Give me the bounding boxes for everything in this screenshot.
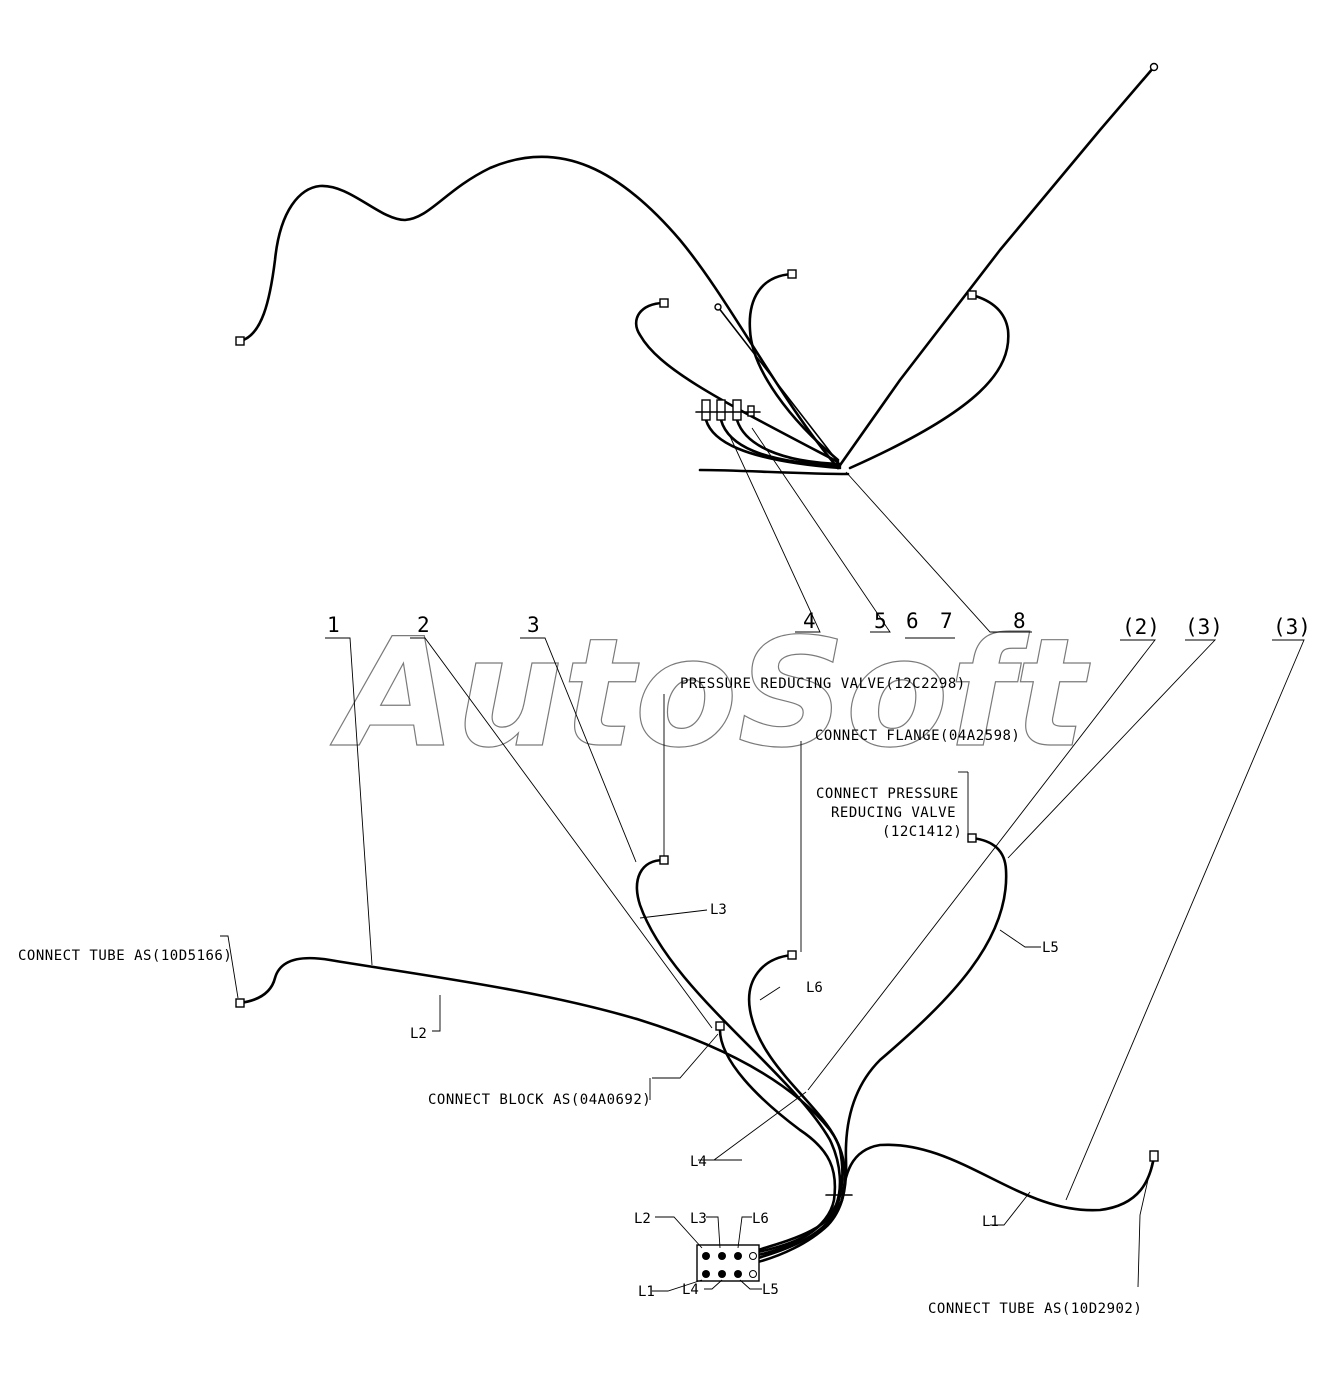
item-number-2-ref: (2) xyxy=(1122,615,1160,639)
callout-texts: PRESSURE REDUCING VALVE(12C2298) CONNECT… xyxy=(18,676,1142,1317)
block-label-l2: L2 xyxy=(634,1211,651,1227)
item-leaders xyxy=(325,637,1305,1201)
upper-leaders xyxy=(727,427,1032,639)
item-number-3-ref-a: (3) xyxy=(1185,615,1223,639)
callout-connect-prv-3: (12C1412) xyxy=(882,824,962,840)
callout-connect-tube-right: CONNECT TUBE AS(10D2902) xyxy=(928,1301,1142,1317)
line-labels: L3 L5 L6 L2 L4 L1 xyxy=(410,902,1059,1230)
callout-connect-prv-1: CONNECT PRESSURE xyxy=(816,786,959,802)
line-label-l6: L6 xyxy=(806,980,823,996)
callout-connect-block: CONNECT BLOCK AS(04A0692) xyxy=(428,1092,651,1108)
item-number-3: 3 xyxy=(527,613,540,637)
line-label-l2: L2 xyxy=(410,1026,427,1042)
block-port-labels: L2 L3 L6 L1 L4 L5 xyxy=(634,1211,779,1300)
item-number-5: 5 xyxy=(874,609,887,633)
lower-tube-assembly xyxy=(235,833,1159,1264)
item-number-6: 6 xyxy=(906,609,919,633)
callout-connect-tube-left: CONNECT TUBE AS(10D5166) xyxy=(18,948,232,964)
block-label-l5: L5 xyxy=(762,1282,779,1298)
item-number-7: 7 xyxy=(940,609,953,633)
item-number-2: 2 xyxy=(417,613,430,637)
block-label-l6: L6 xyxy=(752,1211,769,1227)
line-label-l1: L1 xyxy=(982,1214,999,1230)
line-label-l4: L4 xyxy=(690,1154,707,1170)
item-number-1: 1 xyxy=(327,613,340,637)
block-label-l1: L1 xyxy=(638,1284,655,1300)
callout-connect-prv-2: REDUCING VALVE xyxy=(831,805,956,821)
item-number-labels: 1 2 3 4 5 6 7 8 (2) (3) (3) xyxy=(327,609,1311,639)
line-label-l5: L5 xyxy=(1042,940,1059,956)
callout-pressure-reducing-valve: PRESSURE REDUCING VALVE(12C2298) xyxy=(680,676,966,692)
watermark: AutoSoft xyxy=(330,607,1091,781)
callout-connect-flange: CONNECT FLANGE(04A2598) xyxy=(815,728,1020,744)
line-label-l3: L3 xyxy=(710,902,727,918)
upper-tube-assembly xyxy=(235,62,1159,476)
block-label-l4: L4 xyxy=(682,1282,699,1298)
callout-leaders xyxy=(220,694,1153,1292)
item-number-8: 8 xyxy=(1013,609,1026,633)
block-label-l3: L3 xyxy=(690,1211,707,1227)
item-number-4: 4 xyxy=(803,609,816,633)
connect-block xyxy=(696,1244,760,1282)
item-number-3-ref-b: (3) xyxy=(1273,615,1311,639)
